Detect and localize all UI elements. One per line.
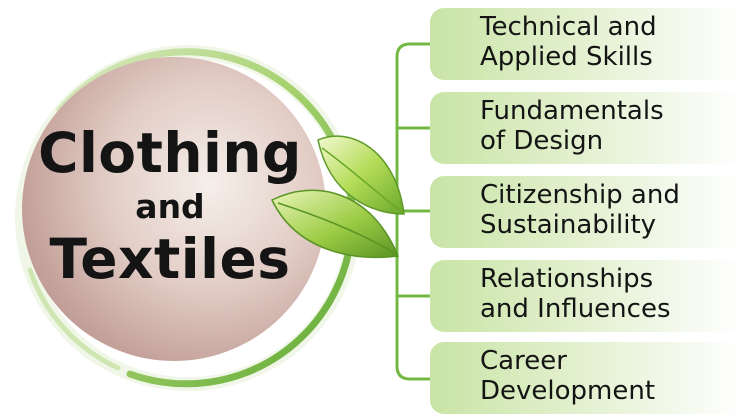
hub-title-line-2: and xyxy=(135,187,205,226)
branch-label-line-1: Technical and xyxy=(480,12,657,42)
branch-fundamentals-of-design: Fundamentals of Design xyxy=(430,92,742,164)
branch-label: Citizenship and Sustainability xyxy=(480,180,680,240)
branch-label-line-2: of Design xyxy=(480,126,604,156)
hub-title-line-1: Clothing xyxy=(38,121,302,185)
branch-label-line-1: Citizenship and xyxy=(480,180,680,210)
branch-label-line-2: Sustainability xyxy=(480,210,657,240)
hub-ring-tail xyxy=(27,267,121,371)
hub-circle xyxy=(22,57,326,361)
branch-label: Fundamentals of Design xyxy=(480,96,664,156)
branch-label-line-2: Applied Skills xyxy=(480,42,653,72)
branch-career-development: Career Development xyxy=(430,342,742,414)
branch-label: Relationships and Influences xyxy=(480,264,671,324)
branch-label-line-1: Fundamentals xyxy=(480,96,664,126)
branch-label-line-2: and Influences xyxy=(480,294,671,324)
branch-label-line-1: Career xyxy=(480,346,567,376)
branch-citizenship-sustainability: Citizenship and Sustainability xyxy=(430,176,742,248)
branch-label-line-2: Development xyxy=(480,376,656,406)
branch-label-line-1: Relationships xyxy=(480,264,654,294)
branch-relationships-influences: Relationships and Influences xyxy=(430,260,742,332)
branch-label: Career Development xyxy=(480,346,655,406)
leaf-icon xyxy=(271,135,405,259)
branch-label: Technical and Applied Skills xyxy=(480,12,657,72)
hub-title-line-3: Textiles xyxy=(49,227,291,291)
branch-technical-applied-skills: Technical and Applied Skills xyxy=(430,8,742,80)
